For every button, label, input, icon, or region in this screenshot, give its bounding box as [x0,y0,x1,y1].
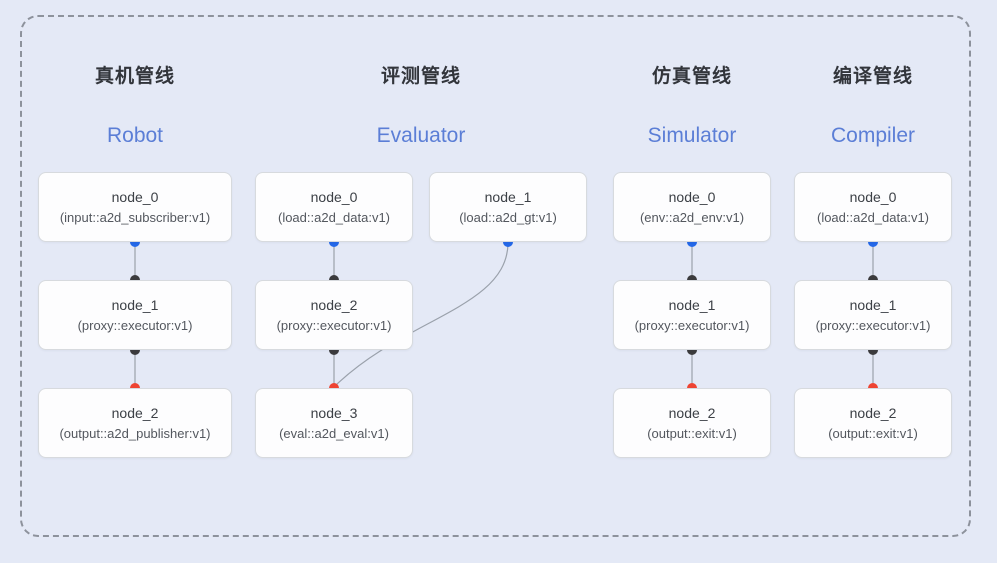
node-name: node_1 [849,297,897,313]
node-compiler-2: node_2 (output::exit:v1) [794,388,952,458]
node-simulator-0: node_0 (env::a2d_env:v1) [613,172,771,242]
node-simulator-2: node_2 (output::exit:v1) [613,388,771,458]
node-evaluator-3: node_3 (eval::a2d_eval:v1) [255,388,413,458]
node-name: node_3 [310,405,358,421]
node-type: (env::a2d_env:v1) [639,210,745,225]
node-compiler-0: node_0 (load::a2d_data:v1) [794,172,952,242]
pipeline-title-en-evaluator: Evaluator [376,124,466,147]
node-evaluator-0: node_0 (load::a2d_data:v1) [255,172,413,242]
node-name: node_0 [668,189,716,205]
node-name: node_0 [310,189,358,205]
pipeline-title-cn-simulator: 仿真管线 [651,66,732,87]
pipeline-title-en-simulator: Simulator [647,124,737,147]
node-name: node_1 [111,297,159,313]
node-type: (load::a2d_data:v1) [277,210,391,225]
node-type: (output::exit:v1) [828,426,918,441]
node-evaluator-2: node_2 (proxy::executor:v1) [255,280,413,350]
node-type: (eval::a2d_eval:v1) [279,426,389,441]
node-robot-2: node_2 (output::a2d_publisher:v1) [38,388,232,458]
node-type: (input::a2d_subscriber:v1) [59,210,211,225]
node-name: node_1 [668,297,716,313]
node-evaluator-1: node_1 (load::a2d_gt:v1) [429,172,587,242]
node-type: (output::a2d_publisher:v1) [59,426,211,441]
node-name: node_1 [484,189,532,205]
node-name: node_2 [111,405,159,421]
node-type: (proxy::executor:v1) [77,318,193,333]
node-type: (proxy::executor:v1) [276,318,392,333]
pipeline-title-en-compiler: Compiler [830,124,916,147]
node-name: node_2 [668,405,716,421]
node-type: (output::exit:v1) [647,426,737,441]
pipeline-title-en-robot: Robot [106,124,164,147]
node-robot-1: node_1 (proxy::executor:v1) [38,280,232,350]
pipeline-title-cn-compiler: 编译管线 [832,66,913,87]
pipeline-title-cn-evaluator: 评测管线 [380,66,461,87]
node-name: node_0 [849,189,897,205]
node-robot-0: node_0 (input::a2d_subscriber:v1) [38,172,232,242]
node-name: node_2 [310,297,358,313]
dashed-frame [20,15,971,537]
node-type: (proxy::executor:v1) [815,318,931,333]
node-compiler-1: node_1 (proxy::executor:v1) [794,280,952,350]
pipeline-title-cn-robot: 真机管线 [94,66,175,87]
node-name: node_0 [111,189,159,205]
node-type: (load::a2d_gt:v1) [459,210,557,225]
node-type: (proxy::executor:v1) [634,318,750,333]
node-name: node_2 [849,405,897,421]
node-simulator-1: node_1 (proxy::executor:v1) [613,280,771,350]
node-type: (load::a2d_data:v1) [816,210,930,225]
